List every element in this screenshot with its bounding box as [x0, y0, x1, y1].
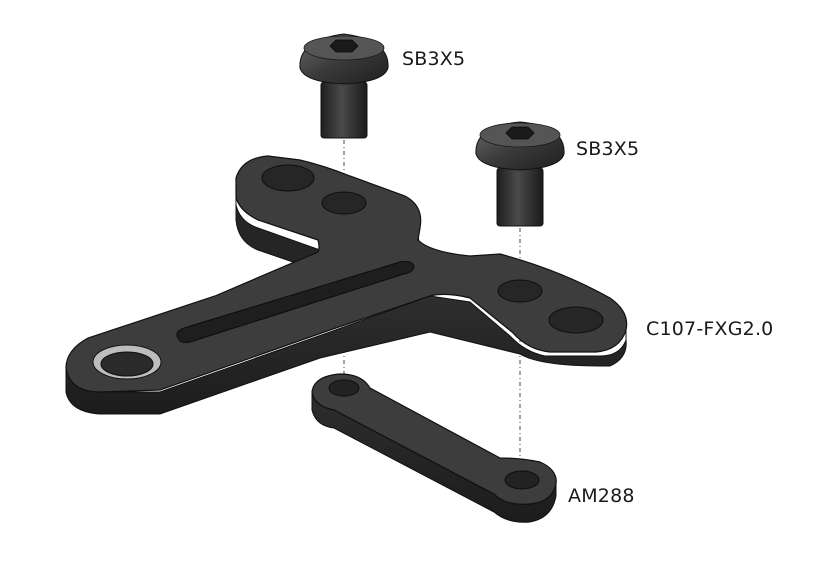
- bracket-hole-right: [548, 306, 604, 334]
- screw-2-shank: [496, 167, 544, 227]
- link-hole-right: [504, 470, 540, 490]
- screw-1-hex-socket: [329, 39, 359, 53]
- callout-screw-2: SB3X5: [576, 138, 640, 160]
- bracket-side-face: [65, 295, 627, 415]
- bracket-hole-screw-1: [321, 191, 367, 215]
- callout-bracket: C107-FXG2.0: [646, 318, 774, 340]
- link-hole-left: [328, 379, 360, 397]
- screw-2: [475, 121, 565, 227]
- screw-1-shank: [320, 81, 368, 139]
- screw-2-hex-socket: [505, 126, 535, 140]
- bracket-hole-screw-2: [497, 279, 543, 303]
- bracket-bearing-inner: [100, 351, 154, 377]
- bracket-slot: [176, 261, 415, 343]
- callout-screw-1: SB3X5: [402, 48, 466, 70]
- bracket-hole-top-left: [261, 164, 315, 192]
- link-part: [311, 373, 557, 523]
- screw-1: [299, 33, 389, 139]
- link-top-face: [311, 373, 557, 505]
- bracket-part: [65, 155, 628, 415]
- callout-link: AM288: [568, 485, 635, 507]
